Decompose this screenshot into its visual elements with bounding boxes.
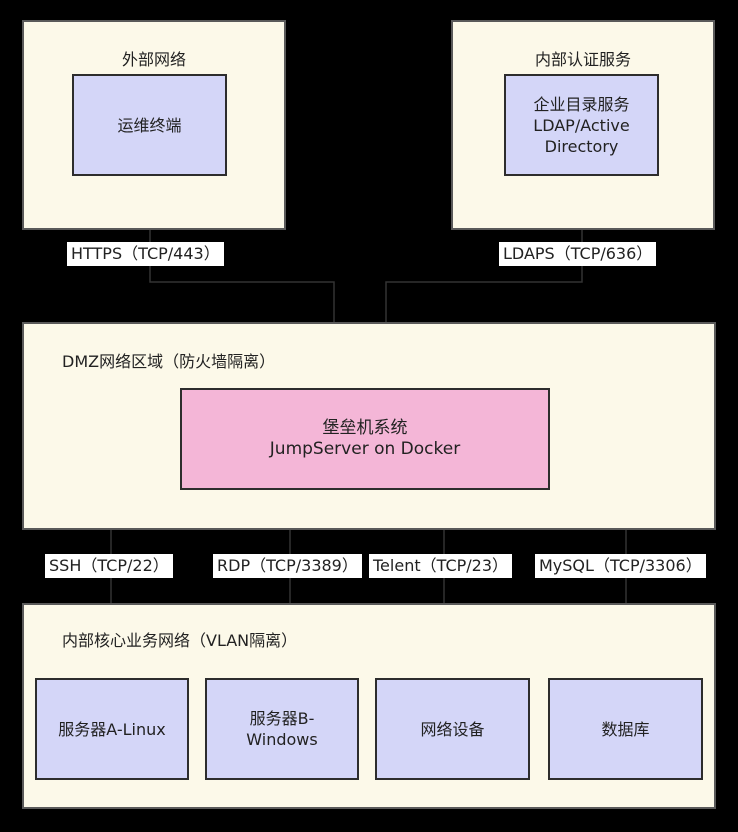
server-b-label-line-2: Windows — [246, 730, 318, 749]
server-a-label: 服务器A-Linux — [58, 719, 165, 740]
network-devices-label: 网络设备 — [420, 719, 484, 740]
bastion-label-line-2: JumpServer on Docker — [269, 439, 461, 459]
bastion-host-label: 堡垒机系统 JumpServer on Docker — [270, 418, 460, 460]
edge-label-ldaps: LDAPS（TCP/636） — [499, 242, 657, 266]
edge-label-telnet: Telent（TCP/23） — [369, 554, 513, 578]
ops-terminal-label-line: 运维终端 — [117, 115, 182, 135]
edge-label-ssh: SSH（TCP/22） — [45, 554, 173, 578]
edge-label-mysql: MySQL（TCP/3306） — [535, 554, 706, 578]
server-a-label-line: 服务器A-Linux — [58, 719, 166, 739]
network-devices-label-line: 网络设备 — [420, 719, 485, 739]
database-label: 数据库 — [601, 719, 649, 740]
zone-external-title: 外部网络 — [121, 50, 186, 69]
ops-terminal-label: 运维终端 — [117, 115, 181, 136]
ldap-label-line-1: 企业目录服务 — [533, 94, 630, 114]
server-b-label: 服务器B- Windows — [246, 708, 317, 750]
ldap-label-line-2: LDAP/Active — [533, 115, 630, 135]
server-a-linux-node: 服务器A-Linux — [35, 678, 189, 780]
ldap-directory-node: 企业目录服务 LDAP/Active Directory — [504, 74, 659, 176]
zone-dmz-title: DMZ网络区域（防火墙隔离） — [62, 352, 276, 371]
bastion-host-node: 堡垒机系统 JumpServer on Docker — [180, 388, 550, 490]
ldap-directory-label: 企业目录服务 LDAP/Active Directory — [533, 94, 629, 157]
bastion-label-line-1: 堡垒机系统 — [322, 418, 408, 438]
server-b-windows-node: 服务器B- Windows — [205, 678, 359, 780]
network-devices-node: 网络设备 — [375, 678, 530, 780]
server-b-label-line-1: 服务器B- — [249, 709, 315, 728]
ops-terminal-node: 运维终端 — [72, 74, 227, 176]
zone-core-title: 内部核心业务网络（VLAN隔离） — [62, 631, 298, 650]
database-label-line: 数据库 — [601, 719, 650, 739]
zone-auth-title: 内部认证服务 — [534, 50, 631, 69]
database-node: 数据库 — [548, 678, 703, 780]
ldap-label-line-3: Directory — [544, 136, 619, 156]
edge-label-rdp: RDP（TCP/3389） — [213, 554, 362, 578]
edge-label-https: HTTPS（TCP/443） — [67, 242, 224, 266]
